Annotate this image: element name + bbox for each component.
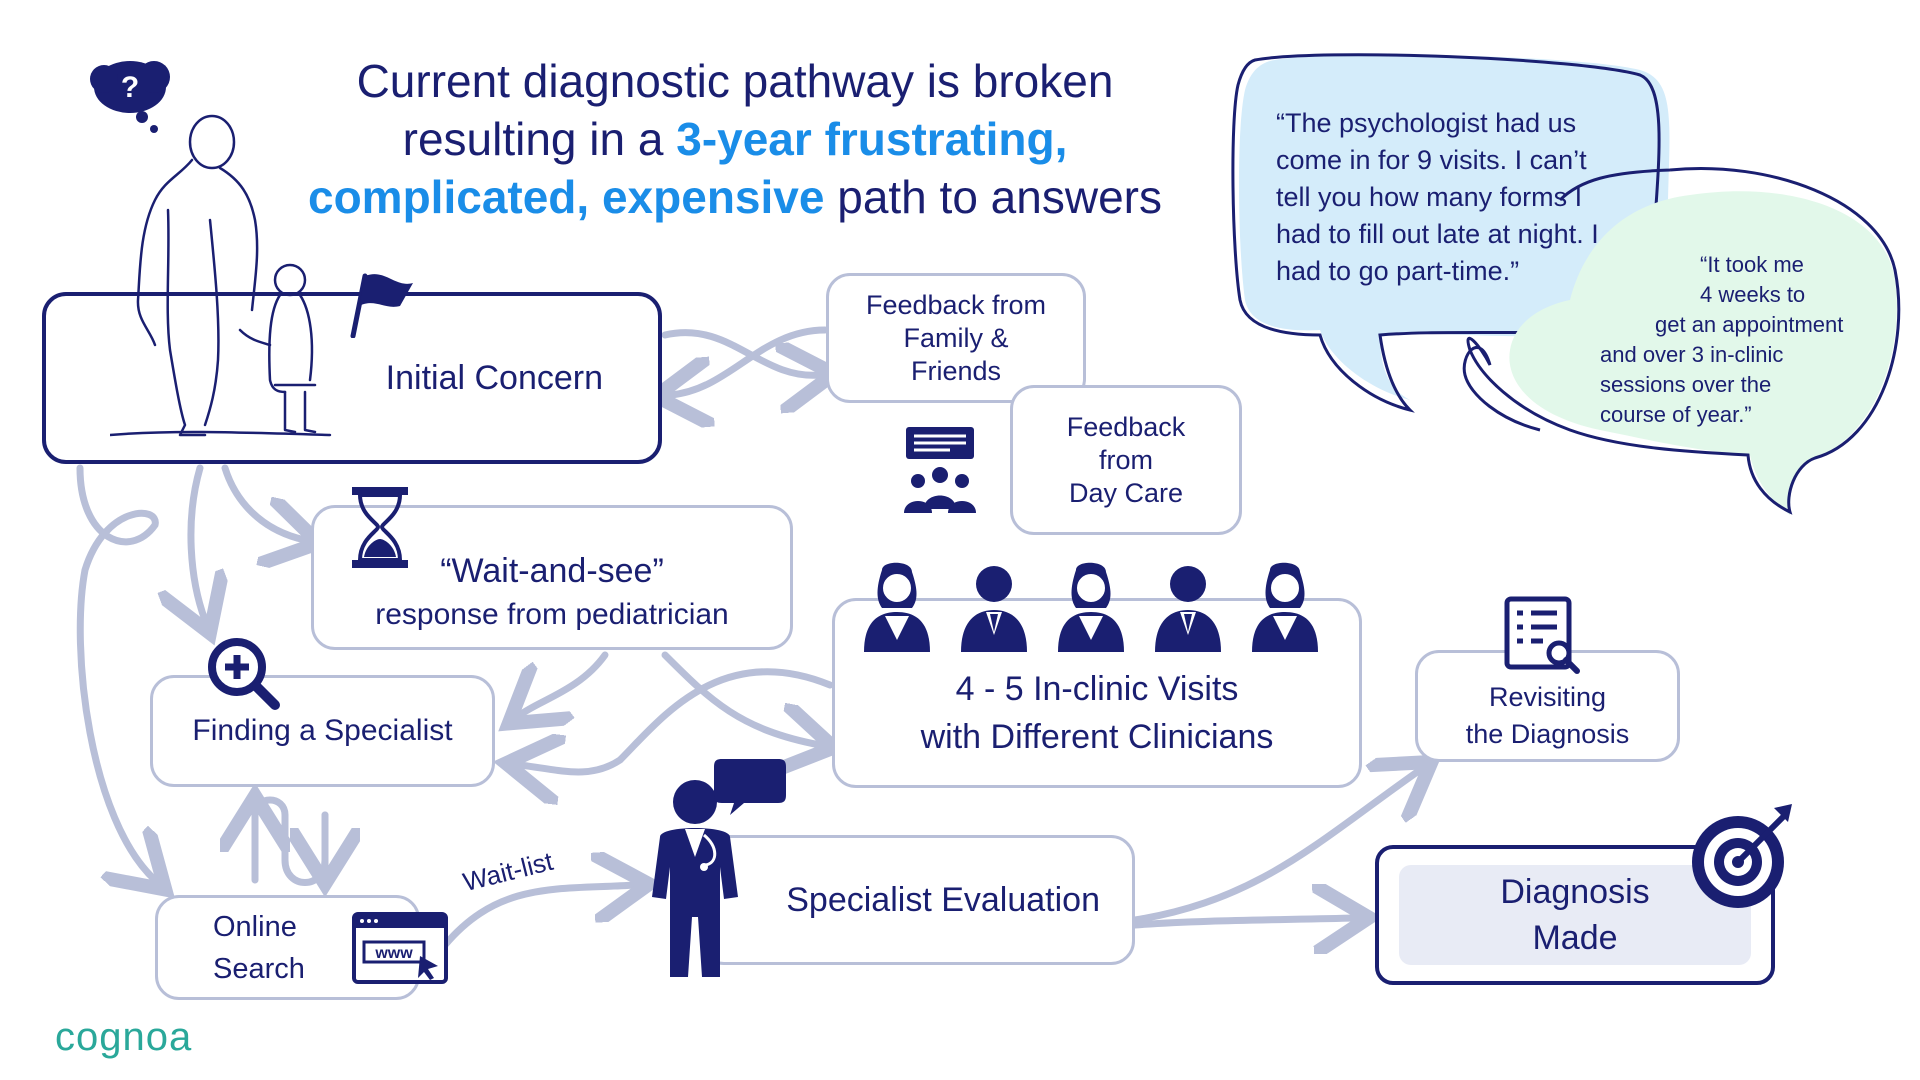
diagnosis-made-inner: Diagnosis Made <box>1399 865 1751 965</box>
feedback-family-line: Friends <box>910 355 1002 386</box>
female-doctor-icon <box>864 562 930 652</box>
title-line-1: Current diagnostic pathway is broken <box>356 55 1114 107</box>
quote-2-line: get an appointment <box>1655 312 1844 337</box>
online-search-line: Online <box>213 910 297 943</box>
arrow-concern-to-online <box>76 464 155 880</box>
quote-2-line: “It took me <box>1700 252 1804 277</box>
diagnosis-line: Diagnosis <box>1500 873 1650 911</box>
quote-1-line: come in for 9 visits. I can’t <box>1276 145 1587 175</box>
initial-concern-label: Initial Concern <box>385 358 603 397</box>
flag-icon <box>350 273 413 338</box>
quote-bubble-2-outline <box>1462 166 1901 515</box>
arrow-specialist-to-diagnosis <box>1131 918 1355 925</box>
quote-2-line: course of year.” <box>1600 402 1752 427</box>
feedback-daycare-line: Feedback <box>1066 411 1186 442</box>
quote-2-line: and over 3 in-clinic <box>1600 342 1784 367</box>
male-doctor-icon <box>1155 566 1221 652</box>
browser-www-icon: www <box>352 912 448 984</box>
node-wait-and-see: “Wait-and-see” response from pediatricia… <box>311 505 793 650</box>
arrow-waitandsee-to-clinic <box>661 651 820 745</box>
quote-2-line: sessions over the <box>1600 372 1772 397</box>
quote-2-line: 4 weeks to <box>1700 282 1806 307</box>
arrow-concern-to-finding <box>191 464 205 620</box>
quote-bubble-2-shape <box>1509 191 1897 516</box>
parent-child-illustration <box>110 114 332 437</box>
quote-1-line: had to fill out late at night. I <box>1276 219 1599 249</box>
arrow-clinic-to-finding <box>520 668 834 772</box>
feedback-daycare-line: from <box>1099 444 1153 475</box>
question-mark: ? <box>121 71 139 104</box>
feedback-family-line: Feedback from <box>865 289 1047 320</box>
arrow-waitandsee-to-finding <box>520 651 609 715</box>
node-feedback-family: Feedback from Family & Friends <box>826 273 1086 403</box>
male-doctor-icon <box>961 566 1027 652</box>
finding-specialist-label: Finding a Specialist <box>192 714 453 747</box>
online-search-line: Search <box>213 952 305 985</box>
revisiting-line: Revisiting <box>1488 682 1607 712</box>
group-discussion-icon <box>904 427 976 513</box>
in-clinic-title: 4 - 5 In-clinic Visits <box>955 670 1239 708</box>
title-line-2-highlight: 3-year frustrating, <box>676 113 1068 165</box>
quote-1-line: “The psychologist had us <box>1276 108 1577 138</box>
question-thought-bubble-icon: ? <box>90 61 170 133</box>
magnifier-plus-icon <box>208 638 280 710</box>
node-initial-concern: Initial Concern <box>42 292 662 464</box>
quote-2-text: “It took me 4 weeks to get an appointmen… <box>1600 250 1885 430</box>
title-line-3-suffix: path to answers <box>824 171 1162 223</box>
wait-and-see-subtitle: response from pediatrician <box>375 597 729 631</box>
in-clinic-subtitle: with Different Clinicians <box>920 718 1274 756</box>
feedback-family-line: Family & <box>903 322 1009 353</box>
title-line-3-highlight: complicated, expensive <box>308 171 825 223</box>
node-feedback-daycare: Feedback from Day Care <box>1010 385 1242 535</box>
arrow-specialist-to-revisiting <box>1131 770 1420 924</box>
speech-bubble-icon <box>714 759 786 815</box>
target-bullseye-icon <box>1692 804 1792 908</box>
node-finding-specialist: Finding a Specialist <box>150 675 495 787</box>
browser-www-text: www <box>374 945 413 962</box>
hourglass-icon <box>352 487 408 568</box>
node-specialist-evaluation: Specialist Evaluation <box>700 835 1135 965</box>
female-doctor-icon <box>1058 562 1124 652</box>
arrow-concern-to-waitandsee <box>221 464 305 540</box>
clinicians-row <box>864 562 1318 652</box>
checklist-search-icon <box>1504 596 1580 674</box>
quote-1-line: tell you how many forms I <box>1276 182 1583 212</box>
arrow-online-to-specialist <box>441 885 635 949</box>
arrow-family-to-concern <box>670 326 829 395</box>
cognoa-logo: cognoa <box>55 1015 193 1059</box>
page-title: Current diagnostic pathway is broken res… <box>250 52 1220 226</box>
quote-1-text: “The psychologist had us come in for 9 v… <box>1276 105 1656 290</box>
diagnosis-line: Made <box>1532 919 1618 957</box>
revisiting-line: the Diagnosis <box>1465 719 1630 749</box>
arrow-concern-to-family <box>661 329 820 376</box>
quote-bubble-1-outline <box>1231 53 1661 413</box>
wait-and-see-title: “Wait-and-see” <box>440 551 664 590</box>
specialist-doctor-icon <box>652 759 786 977</box>
title-line-2-prefix: resulting in a <box>402 113 677 165</box>
specialist-evaluation-label: Specialist Evaluation <box>786 880 1100 919</box>
feedback-daycare-line: Day Care <box>1068 477 1184 508</box>
quote-1-line: had to go part-time.” <box>1276 256 1520 286</box>
female-doctor-icon <box>1252 562 1318 652</box>
